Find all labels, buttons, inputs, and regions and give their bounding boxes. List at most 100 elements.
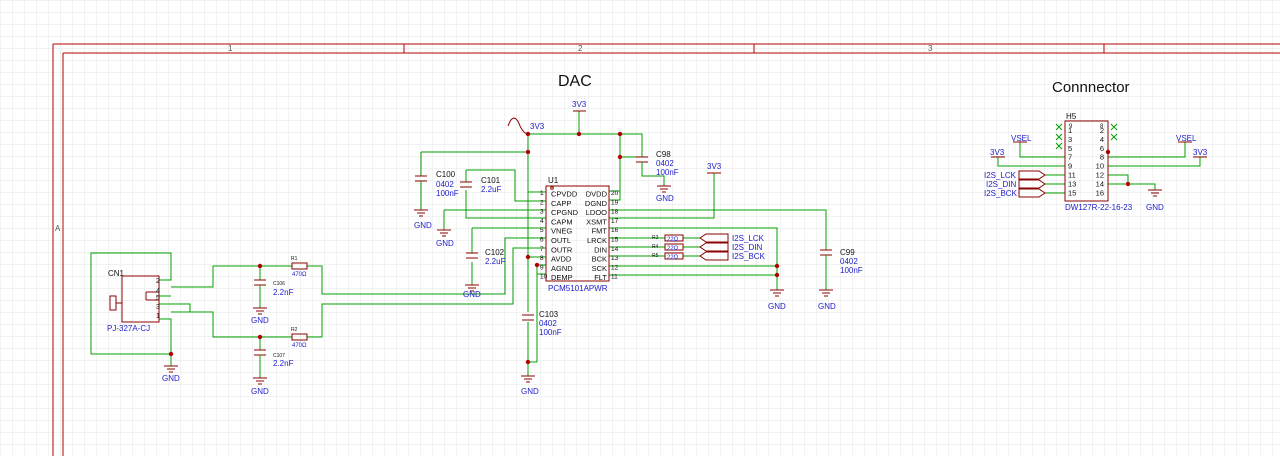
svg-text:GND: GND <box>251 316 269 325</box>
r1[interactable]: R1 470Ω <box>291 256 308 278</box>
u1-pin-num-11: 11 <box>611 274 618 281</box>
u1-chip[interactable]: U1 PCM5101APWR CPVDD1CAPP2CPGND3CAPM4VNE… <box>540 176 619 293</box>
u1-pin-num-14: 14 <box>611 246 619 253</box>
svg-text:GND: GND <box>463 290 481 299</box>
power-3v3-xsmt: 3V3 <box>707 162 722 174</box>
c99-val: 100nF <box>840 266 863 275</box>
u1-pin-name-din: DIN <box>594 245 607 254</box>
cn1-pin-1: 1 <box>156 313 160 320</box>
gnd-c100: GND <box>414 209 432 230</box>
u1-pin-name-demp: DEMP <box>551 273 573 282</box>
frame-col-1: 1 <box>228 44 233 53</box>
dac-title: DAC <box>558 73 592 90</box>
r2[interactable]: R2 470Ω <box>291 327 308 349</box>
gnd-c99: GND <box>818 289 836 311</box>
svg-text:GND: GND <box>414 221 432 230</box>
c106[interactable]: C106 2.2nF <box>254 279 294 297</box>
c99-pkg: 0402 <box>840 257 858 266</box>
gnd-c102: GND <box>463 284 481 299</box>
frame-col-2: 2 <box>578 44 583 53</box>
gnd-c98: GND <box>656 185 674 203</box>
c103[interactable]: C103 0402 100nF <box>522 310 562 337</box>
u1-pin-num-8: 8 <box>540 255 544 262</box>
r4-val: 22Ω <box>667 246 679 252</box>
u1-pin-num-18: 18 <box>611 209 619 216</box>
c103-val: 100nF <box>539 328 562 337</box>
h5-pin-7: 7 <box>1068 153 1072 162</box>
svg-text:GND: GND <box>818 302 836 311</box>
i2s-din-label-dac: I2S_DIN <box>732 243 762 252</box>
svg-text:GND: GND <box>1146 203 1164 212</box>
c100-ref: C100 <box>436 170 456 179</box>
c99[interactable]: C99 0402 100nF <box>820 248 863 275</box>
cn1-jack[interactable]: CN1 PJ-327A-CJ 2 4 5 3 1 <box>107 269 160 333</box>
cn1-pin-2: 2 <box>156 278 160 285</box>
u1-pin-name-cpgnd: CPGND <box>551 208 579 217</box>
r5-val: 22Ω <box>667 255 679 261</box>
c98[interactable]: C98 0402 100nF <box>636 150 679 177</box>
cn1-pin-4: 4 <box>156 288 160 295</box>
c103-ref: C103 <box>539 310 559 319</box>
h5-pin-10: 10 <box>1096 162 1104 171</box>
c102[interactable]: C102 2.2uF <box>466 248 506 266</box>
gnd-cn1: GND <box>162 365 180 383</box>
u1-pin-name-vneg: VNEG <box>551 227 572 236</box>
svg-text:3V3: 3V3 <box>572 100 587 109</box>
svg-text:3V3: 3V3 <box>990 148 1005 157</box>
cn1-ref: CN1 <box>108 269 125 278</box>
svg-text:GND: GND <box>521 387 539 396</box>
r4[interactable]: R4 22Ω <box>652 243 684 252</box>
c100-val: 100nF <box>436 189 459 198</box>
u1-pin-num-7: 7 <box>540 246 544 253</box>
u1-pin-name-bck: BCK <box>592 255 607 264</box>
h5-pin-13: 13 <box>1068 179 1076 188</box>
r1-val: 470Ω <box>292 272 307 278</box>
u1-pin-num-15: 15 <box>611 237 619 244</box>
c100[interactable]: C100 0402 100nF <box>415 170 459 198</box>
gnd-h5: GND <box>1146 189 1164 212</box>
gnd-cpgnd: GND <box>436 229 454 248</box>
u1-pin-name-outl: OUTL <box>551 236 571 245</box>
cn1-pin-5: 5 <box>156 295 160 302</box>
h5-pin-12: 12 <box>1096 171 1104 180</box>
u1-pin-name-outr: OUTR <box>551 245 573 254</box>
frame-row-a: A <box>55 224 61 233</box>
u1-pin-num-5: 5 <box>540 227 544 234</box>
u1-ref: U1 <box>548 176 559 185</box>
i2s-flags-connector <box>1018 170 1046 198</box>
c106-val: 2.2nF <box>273 288 294 297</box>
r3-ref: R3 <box>652 235 659 241</box>
svg-text:VSEL: VSEL <box>1176 134 1197 143</box>
r2-val: 470Ω <box>292 343 307 349</box>
i2s-din-label-conn: I2S_DIN <box>986 180 1016 189</box>
r1-ref: R1 <box>291 256 298 262</box>
c103-pkg: 0402 <box>539 319 557 328</box>
u1-pin-num-6: 6 <box>540 237 544 244</box>
r5[interactable]: R5 22Ω <box>652 252 684 261</box>
u1-pin-num-10: 10 <box>540 274 548 281</box>
h5-part: DW127R-22-16-23 <box>1065 203 1133 212</box>
c107[interactable]: C107 2.2nF <box>254 349 294 368</box>
h5-pin-8: 8 <box>1100 153 1104 162</box>
c101[interactable]: C101 2.2uF <box>460 176 502 194</box>
r5-ref: R5 <box>652 253 659 259</box>
c107-val: 2.2nF <box>273 359 294 368</box>
r3[interactable]: R3 22Ω <box>652 234 684 243</box>
i2s-lck-label-dac: I2S_LCK <box>732 234 765 243</box>
svg-text:GND: GND <box>251 387 269 396</box>
h5-pin-extra-right: 8 <box>1100 124 1104 130</box>
u1-pin-num-9: 9 <box>540 264 544 271</box>
c98-val: 100nF <box>656 168 679 177</box>
h5-pin-3: 3 <box>1068 135 1072 144</box>
u1-pin-name-dgnd: DGND <box>585 199 608 208</box>
i2s-bck-label-conn: I2S_BCK <box>984 189 1018 198</box>
h5-header[interactable]: H5 DW127R-22-16-23 9 8 13579111315246810… <box>1064 112 1133 212</box>
svg-text:GND: GND <box>436 239 454 248</box>
u1-pin-name-capm: CAPM <box>551 217 573 226</box>
h5-pin-1: 1 <box>1068 126 1072 135</box>
u1-pin-num-12: 12 <box>611 264 619 271</box>
u1-pin-name-sck: SCK <box>592 264 607 273</box>
